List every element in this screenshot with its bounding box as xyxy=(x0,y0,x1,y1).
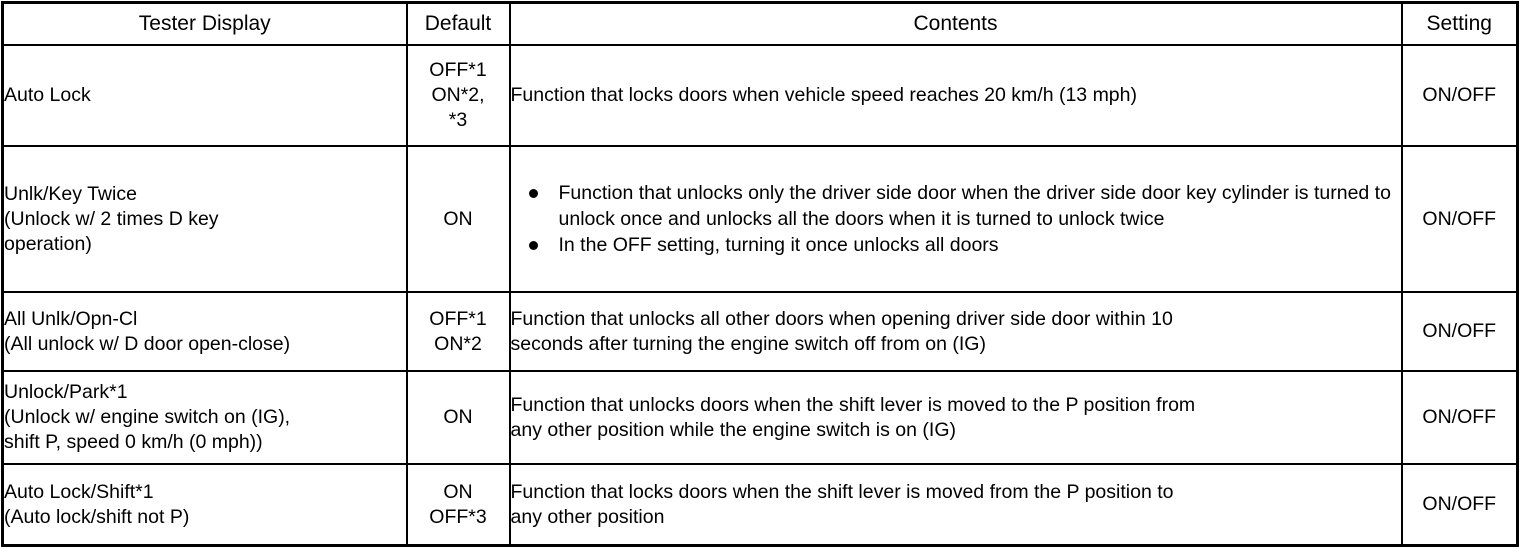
cell-setting: ON/OFF xyxy=(1400,44,1519,147)
bullet-icon xyxy=(528,241,538,250)
cell-default: ON xyxy=(405,145,511,293)
table-row: Auto Lock OFF*1 ON*2, *3 Function that l… xyxy=(1,44,1519,147)
list-item-text: In the OFF setting, turning it once unlo… xyxy=(558,234,999,256)
cell-setting: ON/OFF xyxy=(1400,463,1519,547)
table-row: Unlock/Park*1 (Unlock w/ engine switch o… xyxy=(1,370,1519,465)
cell-default: OFF*1 ON*2 xyxy=(405,291,511,372)
cell-tester-display: Auto Lock xyxy=(1,44,408,147)
cell-tester-display: Auto Lock/Shift*1 (Auto lock/shift not P… xyxy=(1,463,408,547)
cell-tester-display: Unlk/Key Twice (Unlock w/ 2 times D key … xyxy=(1,145,408,293)
list-item: Function that unlocks only the driver si… xyxy=(525,180,1401,232)
contents-line: any other position while the engine swit… xyxy=(510,418,956,441)
cell-default: ON xyxy=(405,370,511,465)
tester-display-line: (Unlock w/ 2 times D key xyxy=(4,207,219,230)
cell-default: ON OFF*3 xyxy=(405,463,511,547)
cell-setting: ON/OFF xyxy=(1400,291,1519,372)
cell-contents: Function that locks doors when vehicle s… xyxy=(508,44,1403,147)
default-line: ON*2 xyxy=(434,332,482,355)
default-line: ON xyxy=(443,406,473,428)
default-line: OFF*1 xyxy=(429,59,487,81)
cell-contents: Function that unlocks all other doors wh… xyxy=(508,291,1403,372)
default-line: OFF*3 xyxy=(429,505,487,528)
cell-contents: Function that unlocks doors when the shi… xyxy=(508,370,1403,465)
contents-line: seconds after turning the engine switch … xyxy=(510,332,986,355)
tester-display-line: operation) xyxy=(4,232,92,255)
tester-display-line: (Unlock w/ engine switch on (IG), xyxy=(4,406,291,428)
column-header-default: Default xyxy=(405,1,511,46)
contents-line: Function that locks doors when vehicle s… xyxy=(510,84,1138,106)
list-item: In the OFF setting, turning it once unlo… xyxy=(525,232,1401,258)
column-header-setting: Setting xyxy=(1400,1,1519,46)
table-row: Unlk/Key Twice (Unlock w/ 2 times D key … xyxy=(1,145,1519,293)
cell-setting: ON/OFF xyxy=(1400,145,1519,293)
cell-contents: Function that unlocks only the driver si… xyxy=(508,145,1403,293)
table-row: Auto Lock/Shift*1 (Auto lock/shift not P… xyxy=(1,463,1519,547)
tester-display-line: Unlk/Key Twice xyxy=(4,182,137,205)
contents-line: Function that unlocks doors when the shi… xyxy=(510,393,1196,416)
cell-default: OFF*1 ON*2, *3 xyxy=(405,44,511,147)
contents-line: Function that locks doors when the shift… xyxy=(510,480,1174,503)
column-header-contents: Contents xyxy=(508,1,1403,46)
tester-display-line: Auto Lock/Shift*1 xyxy=(4,480,154,503)
tester-display-line: Auto Lock xyxy=(4,84,91,106)
bullet-icon xyxy=(528,189,538,198)
default-line: ON xyxy=(443,207,473,230)
tester-display-line: (All unlock w/ D door open-close) xyxy=(4,332,291,355)
contents-line: any other position xyxy=(510,505,665,528)
tester-display-line: All Unlk/Opn-Cl xyxy=(4,307,138,330)
tester-display-line: (Auto lock/shift not P) xyxy=(4,505,190,528)
cell-tester-display: Unlock/Park*1 (Unlock w/ engine switch o… xyxy=(1,370,408,465)
contents-line: Function that unlocks all other doors wh… xyxy=(510,307,1173,330)
tester-display-line: Unlock/Park*1 xyxy=(4,381,128,403)
table-row: All Unlk/Opn-Cl (All unlock w/ D door op… xyxy=(1,291,1519,372)
default-line: OFF*1 xyxy=(429,307,487,330)
default-line: *3 xyxy=(448,109,468,131)
cell-contents: Function that locks doors when the shift… xyxy=(508,463,1403,547)
cell-tester-display: All Unlk/Opn-Cl (All unlock w/ D door op… xyxy=(1,291,408,372)
tester-display-line: shift P, speed 0 km/h (0 mph)) xyxy=(4,431,263,453)
table-header-row: Tester Display Default Contents Setting xyxy=(1,1,1519,46)
default-line: ON xyxy=(443,480,473,503)
list-item-text: Function that unlocks only the driver si… xyxy=(558,182,1391,230)
column-header-tester-display: Tester Display xyxy=(1,1,408,46)
default-line: ON*2, xyxy=(431,84,485,106)
cell-setting: ON/OFF xyxy=(1400,370,1519,465)
contents-bullet-list: Function that unlocks only the driver si… xyxy=(511,180,1401,258)
